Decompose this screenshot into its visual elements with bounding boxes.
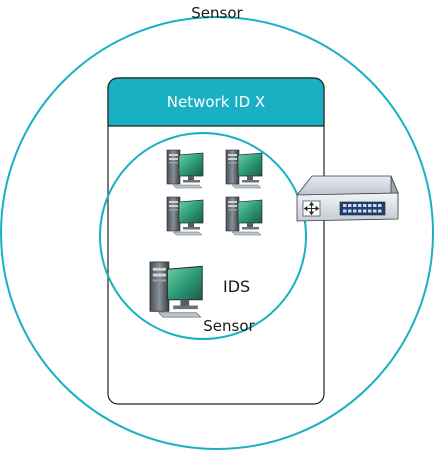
workstation-icon [166, 196, 204, 236]
ids-label: IDS [223, 277, 251, 296]
network-switch-icon [296, 175, 399, 222]
inner-sensor-label: Sensor [203, 317, 255, 335]
workstation-icon [225, 149, 263, 189]
inner-sensor-ring [99, 132, 307, 340]
workstation-icon [166, 149, 204, 189]
network-box-title: Network ID X [166, 93, 266, 111]
workstation-icon [225, 196, 263, 236]
network-box [107, 77, 325, 405]
outer-sensor-ring [0, 16, 434, 450]
network-box-header [107, 77, 325, 127]
ids-server-icon [149, 261, 203, 318]
outer-sensor-label: Sensor [191, 4, 243, 22]
